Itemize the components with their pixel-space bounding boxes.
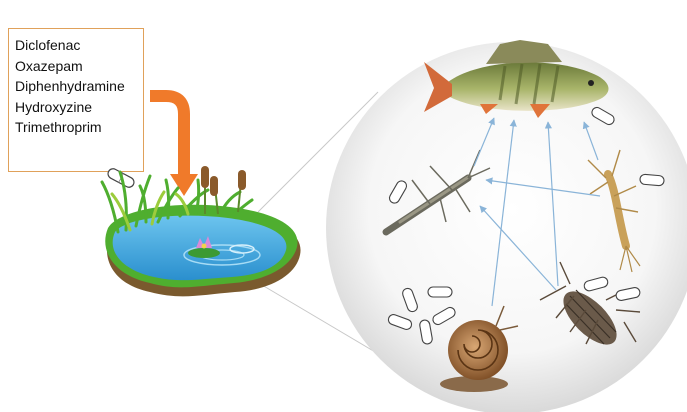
input-arrow [150, 96, 198, 196]
